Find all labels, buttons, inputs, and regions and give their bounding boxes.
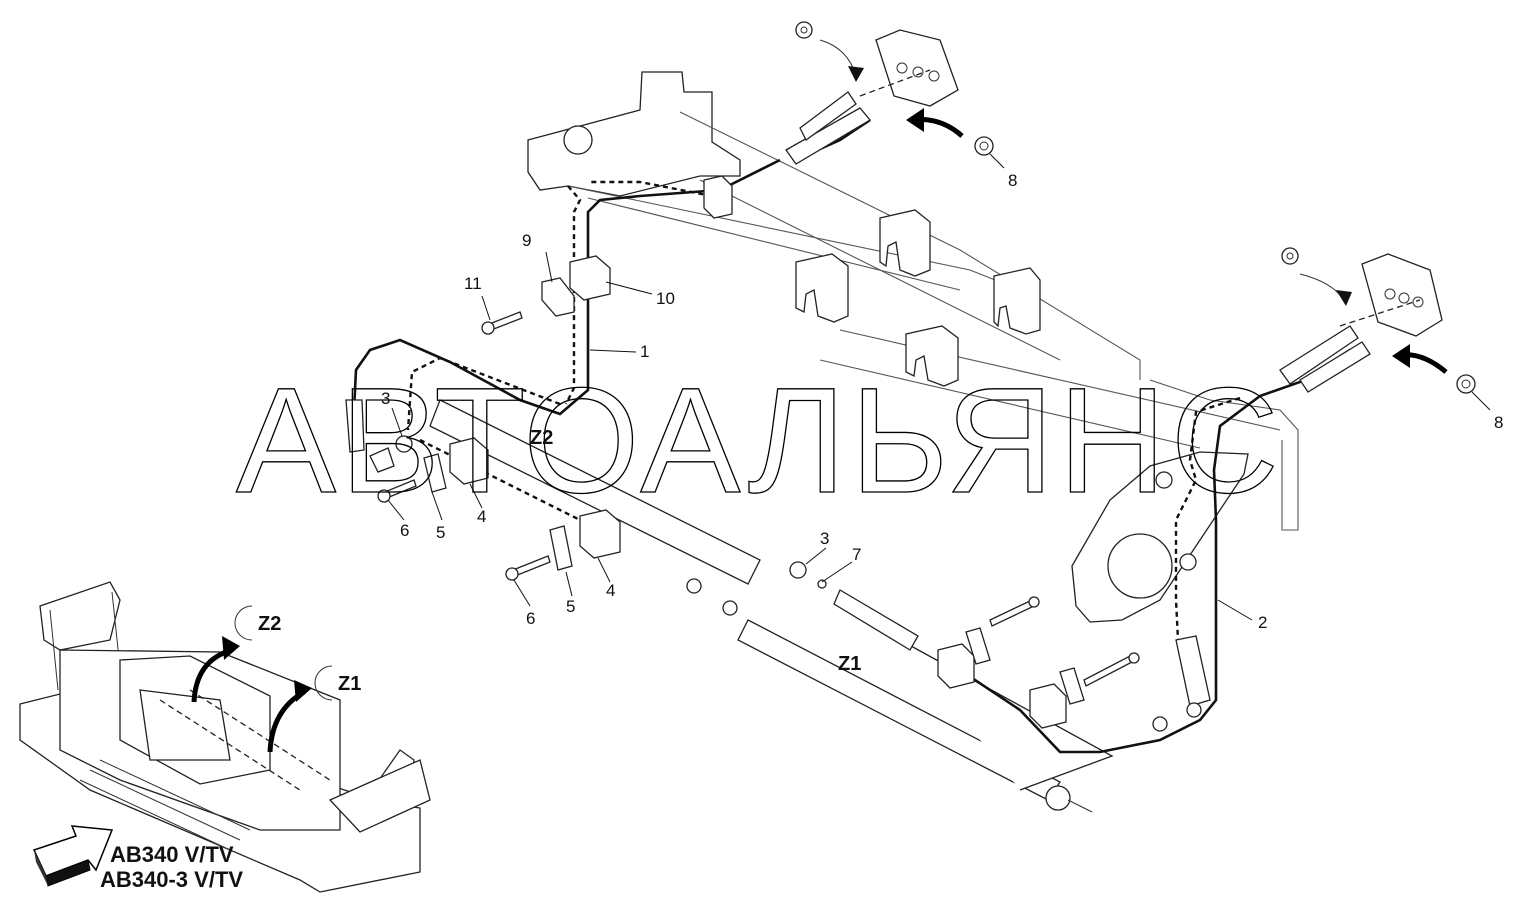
callout-4-lower: 4 — [606, 581, 615, 600]
leader-lines — [387, 153, 1491, 621]
view-direction-arrow-icon — [32, 825, 114, 887]
callout-5-lower: 5 — [566, 597, 575, 616]
bolts — [377, 311, 1140, 687]
zone-marker-z2-label: Z2 — [258, 613, 281, 635]
callout-9: 9 — [522, 231, 531, 250]
callout-6-upper: 6 — [400, 521, 409, 540]
hose-1 — [345, 91, 871, 542]
fittings — [395, 435, 1202, 732]
callout-8-top: 8 — [1008, 171, 1017, 190]
callout-2: 2 — [1258, 613, 1267, 632]
zone-marker-z2: Z2 — [234, 605, 281, 641]
nut-top-left — [795, 21, 1299, 265]
hose-2 — [833, 325, 1371, 754]
main-frame — [429, 71, 1299, 813]
model-label-1: AB340 V/TV — [110, 842, 234, 867]
callout-3-upper: 3 — [381, 389, 390, 408]
callout-1: 1 — [640, 342, 649, 361]
zone-marker-z1: Z1 — [314, 665, 361, 701]
callout-4-upper: 4 — [477, 507, 486, 526]
attach-plate-top — [859, 29, 959, 107]
zone-label-z2-detail: Z2 — [530, 427, 553, 449]
callout-10: 10 — [656, 289, 675, 308]
nut-8-top — [974, 136, 994, 156]
watermark-text: АВТОАЛЬЯНС — [236, 356, 1283, 524]
model-label-2: AB340-3 V/TV — [100, 867, 243, 892]
nut-8-right — [1456, 374, 1476, 394]
callout-6-lower: 6 — [526, 609, 535, 628]
zone-label-z1-detail: Z1 — [838, 653, 861, 675]
attach-plate-right — [1339, 253, 1443, 337]
callout-3-lower: 3 — [820, 529, 829, 548]
arrow-icons — [819, 39, 1448, 374]
callout-5-upper: 5 — [436, 523, 445, 542]
callout-8-right: 8 — [1494, 413, 1503, 432]
callout-11: 11 — [464, 274, 482, 293]
callout-7: 7 — [852, 545, 861, 564]
zone-marker-z1-label: Z1 — [338, 673, 361, 695]
clamps — [423, 175, 1085, 729]
overview-machine — [19, 581, 431, 893]
